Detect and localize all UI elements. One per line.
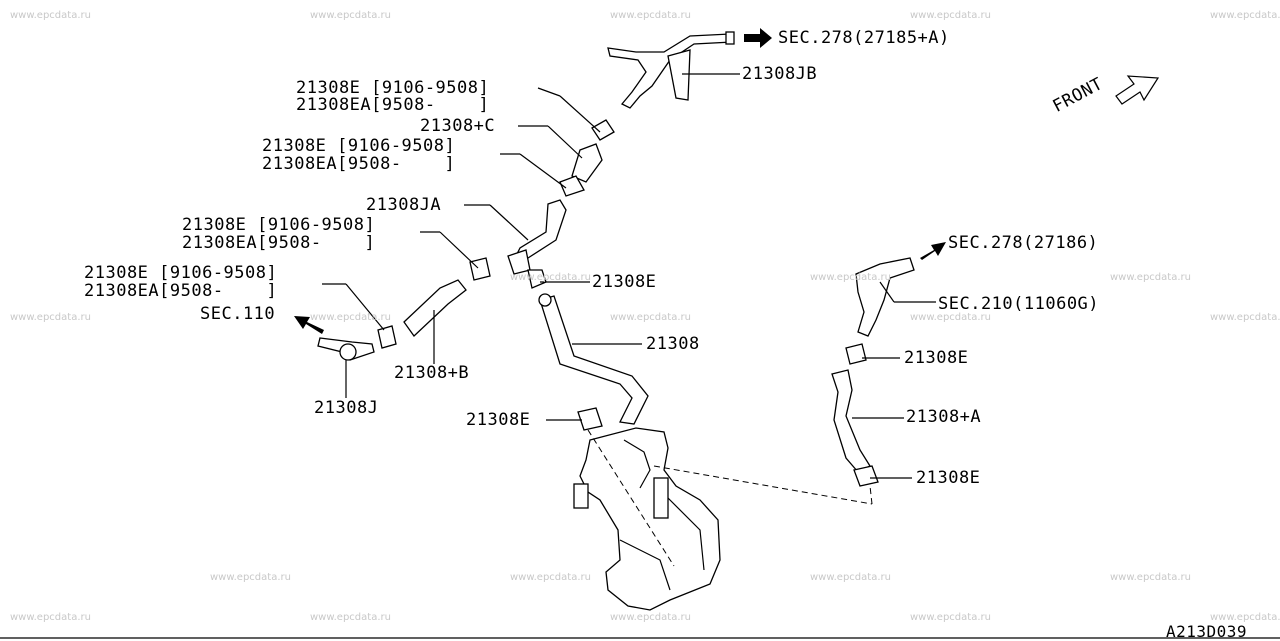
- arrow-sec110: [294, 316, 324, 334]
- watermark: www.epcdata.ru: [610, 312, 691, 323]
- watermark: www.epcdata.ru: [1210, 612, 1280, 623]
- label-21308: 21308: [646, 334, 700, 354]
- hose-21308b: [377, 279, 467, 349]
- label-21308e-mid: 21308E: [592, 272, 657, 292]
- diagram-id: A213D039: [1166, 622, 1248, 641]
- hose-21308a: [831, 369, 871, 473]
- watermark: www.epcdata.ru: [910, 10, 991, 21]
- label-21308j: 21308J: [314, 398, 379, 418]
- label-21308b: 21308+B: [394, 363, 470, 383]
- label-21308c: 21308+C: [420, 116, 496, 136]
- label-sec110: SEC.110: [200, 304, 276, 324]
- label-21308ea-1: 21308EA[9508- ]: [296, 95, 490, 115]
- watermark: www.epcdata.ru: [510, 572, 591, 583]
- watermark: www.epcdata.ru: [10, 612, 91, 623]
- dashed-lines: [587, 429, 873, 567]
- label-sec210: SEC.210(11060G): [938, 294, 1100, 314]
- engine-block: [573, 427, 721, 611]
- watermark: www.epcdata.ru: [1210, 312, 1280, 323]
- label-21308e-low: 21308E: [466, 410, 531, 430]
- watermark: www.epcdata.ru: [310, 612, 391, 623]
- watermark: www.epcdata.ru: [1210, 10, 1280, 21]
- watermark: www.epcdata.ru: [810, 572, 891, 583]
- label-sec278-b: SEC.278(27186): [948, 233, 1099, 253]
- label-21308e-3: 21308E [9106-9508]: [182, 215, 376, 235]
- pipe-21308j: [317, 337, 375, 361]
- watermark: www.epcdata.ru: [910, 312, 991, 323]
- watermark: www.epcdata.ru: [310, 10, 391, 21]
- pipe-21308jb: [607, 31, 735, 109]
- clamp-21308e-lower: [577, 407, 603, 431]
- clamp-21308e-right-upper: [845, 343, 867, 365]
- pipe-sec210: [855, 257, 915, 337]
- watermark: www.epcdata.ru: [310, 312, 391, 323]
- label-21308e-right-2: 21308E: [916, 468, 981, 488]
- watermark: www.epcdata.ru: [810, 272, 891, 283]
- label-21308ja: 21308JA: [366, 195, 442, 215]
- label-21308e-right-1: 21308E: [904, 348, 969, 368]
- watermark: www.epcdata.ru: [910, 612, 991, 623]
- watermark: www.epcdata.ru: [610, 612, 691, 623]
- label-sec278-a: SEC.278(27185+A): [778, 28, 950, 48]
- label-21308a: 21308+A: [906, 407, 982, 427]
- pipe-21308ja: [469, 199, 567, 281]
- watermark: www.epcdata.ru: [210, 572, 291, 583]
- label-21308e-1: 21308E [9106-9508]: [296, 78, 490, 98]
- leader-lines: [322, 73, 936, 479]
- label-21308e-4: 21308E [9106-9508]: [84, 263, 278, 283]
- watermark: www.epcdata.ru: [610, 10, 691, 21]
- label-21308ea-4: 21308EA[9508- ]: [84, 281, 278, 301]
- arrow-sec278-b: [920, 242, 946, 260]
- label-21308e-2: 21308E [9106-9508]: [262, 136, 456, 156]
- watermark: www.epcdata.ru: [1110, 572, 1191, 583]
- clamp-21308e-right-lower: [853, 465, 879, 487]
- arrow-sec278-a: [744, 28, 772, 48]
- front-arrow-icon: [1115, 75, 1160, 105]
- watermark: www.epcdata.ru: [10, 312, 91, 323]
- label-21308ea-2: 21308EA[9508- ]: [262, 154, 456, 174]
- watermark: www.epcdata.ru: [510, 272, 591, 283]
- label-21308ea-3: 21308EA[9508- ]: [182, 233, 376, 253]
- watermark: www.epcdata.ru: [10, 10, 91, 21]
- hose-21308c: [559, 119, 615, 197]
- hose-21308: [527, 269, 649, 425]
- watermark: www.epcdata.ru: [1110, 272, 1191, 283]
- label-21308jb: 21308JB: [742, 64, 818, 84]
